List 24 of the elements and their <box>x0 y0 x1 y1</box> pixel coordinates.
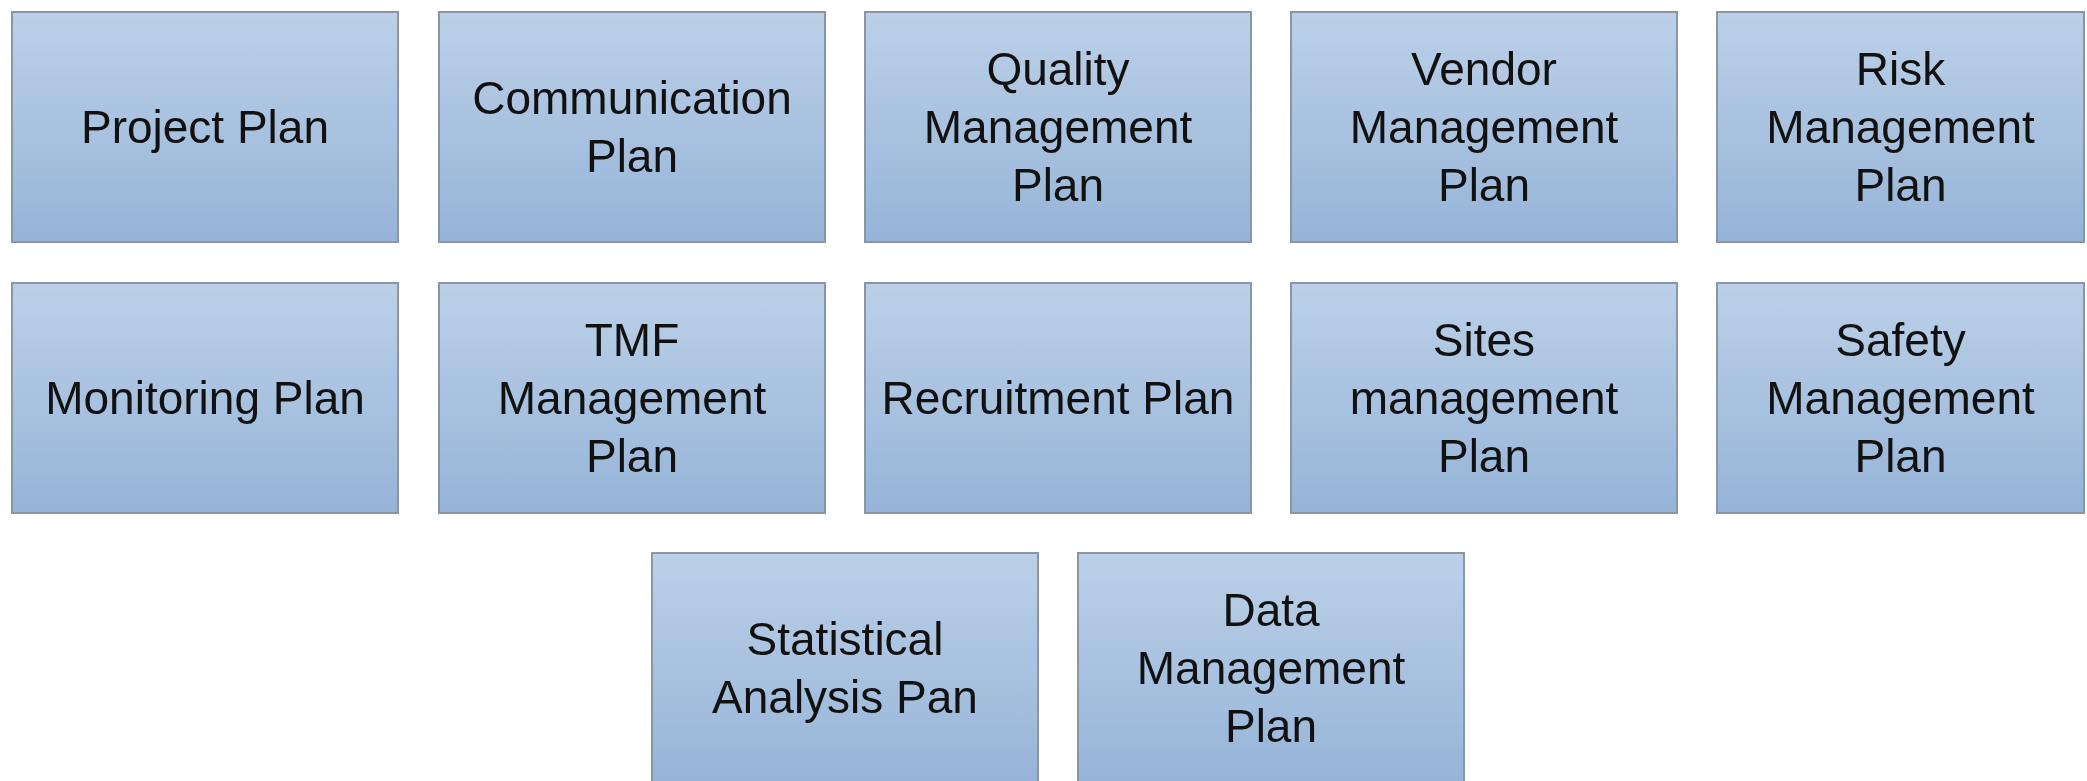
plan-box <box>1077 552 1465 781</box>
plan-box <box>438 11 826 243</box>
plan-name: Sites management Plan <box>1348 313 1620 484</box>
plan-name: Monitoring Plan <box>45 371 365 426</box>
plan-box <box>864 282 1252 514</box>
plan-name: Quality Management Plan <box>922 42 1194 213</box>
plan-box <box>1290 11 1678 243</box>
plan-box <box>1290 282 1678 514</box>
plan-box <box>11 282 399 514</box>
plan-box <box>11 11 399 243</box>
plan-name: Vendor Management Plan <box>1348 42 1620 213</box>
plan-name: TMF Management Plan <box>496 313 768 484</box>
plan-name: Risk Management Plan <box>1765 42 2036 213</box>
plan-name: Recruitment Plan <box>881 371 1235 426</box>
plan-name: Statistical Analysis Pan <box>711 612 979 725</box>
plan-box <box>438 282 826 514</box>
plan-name: Safety Management Plan <box>1765 313 2036 484</box>
plan-name: Data Management Plan <box>1135 583 1407 754</box>
plan-name: Communication Plan <box>471 71 793 184</box>
plan-box <box>864 11 1252 243</box>
plan-name: Project Plan <box>81 100 329 155</box>
plan-box <box>1716 11 2085 243</box>
plan-box <box>1716 282 2085 514</box>
plan-box <box>651 552 1039 781</box>
